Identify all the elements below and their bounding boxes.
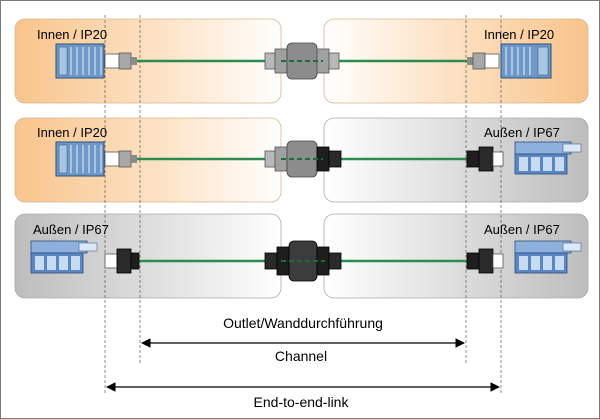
row1-right-ip20-module-icon [500, 43, 552, 79]
row2-right-ip67-module-icon [514, 141, 582, 175]
row2-left-label: Innen / IP20 [37, 125, 107, 140]
row2-left-ip20-module-icon [55, 141, 105, 177]
row3-right-m12-plug-icon [466, 248, 504, 274]
row1-left-ip20-module-icon [55, 43, 105, 79]
row3-left-label: Außen / IP67 [33, 222, 109, 237]
row1-ip20-coupler-icon [264, 42, 340, 80]
end-to-end-label: End-to-end-link [254, 394, 350, 410]
row3-ip67-coupler-icon [264, 240, 342, 282]
row2-left-rj45-plug-icon [104, 150, 137, 168]
row1-left-rj45-plug-icon [104, 52, 137, 70]
channel-label: Channel [275, 348, 327, 364]
row3-left-m12-plug-icon [104, 248, 140, 274]
row1-left-label: Innen / IP20 [37, 27, 107, 42]
row3-right-ip67-module-icon [514, 240, 582, 274]
row1-right-rj45-plug-icon [467, 52, 500, 70]
row2-hybrid-coupler-icon [264, 140, 342, 178]
row2-right-label: Außen / IP67 [484, 125, 560, 140]
row2-right-m12-plug-icon [466, 146, 504, 172]
row1-right-label: Innen / IP20 [484, 27, 554, 42]
row3-left-ip67-module-icon [30, 240, 98, 274]
outlet-label: Outlet/Wanddurchführung [223, 315, 383, 331]
row3-right-label: Außen / IP67 [484, 222, 560, 237]
